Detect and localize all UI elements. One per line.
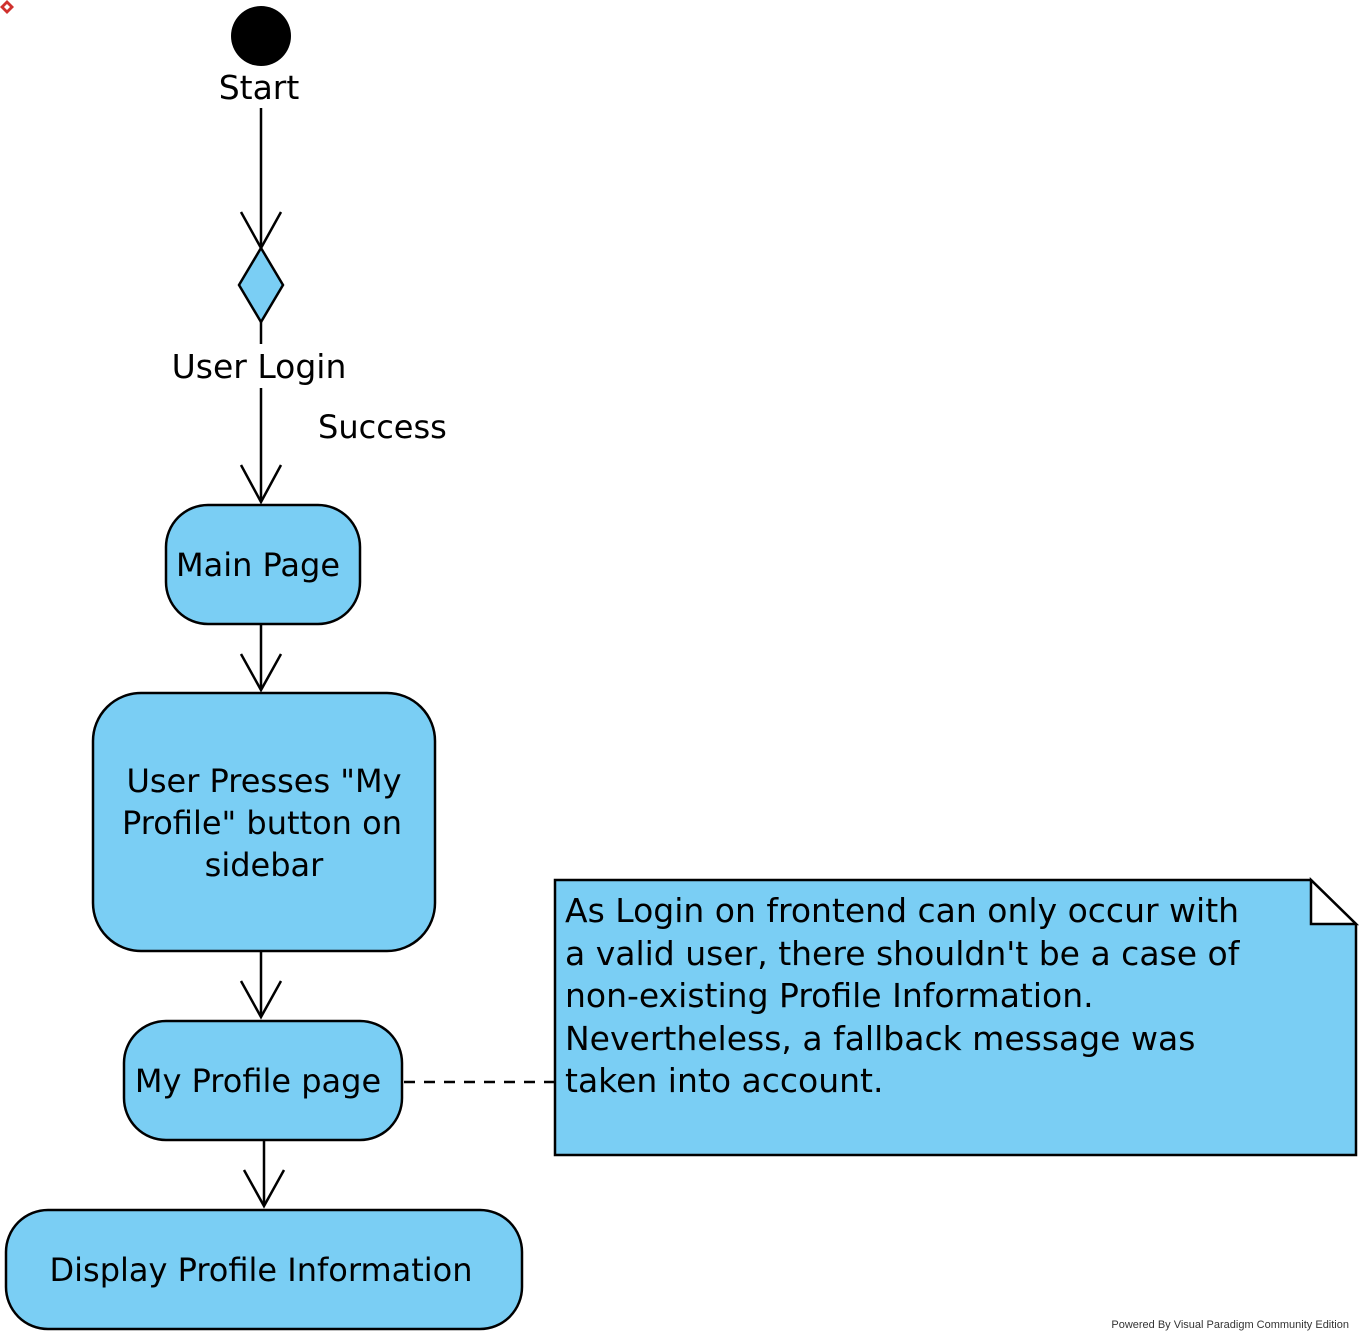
action-display-profile: [4, 1208, 524, 1331]
powered-by-footer: Powered By Visual Paradigm Community Edi…: [1111, 1319, 1349, 1331]
arrowhead-icon: [239, 653, 283, 693]
action-press-profile-line2: Profile" button on: [122, 804, 402, 842]
action-main-page-label: Main Page: [176, 546, 340, 584]
decision-node: [237, 245, 285, 325]
note-corner-fold: [1309, 877, 1360, 926]
note-shape: [553, 878, 1358, 1157]
decision-label: User Login: [172, 347, 347, 386]
arrowhead-icon: [239, 464, 283, 505]
action-press-profile: [91, 691, 437, 953]
action-my-profile-page-label: My Profile page: [135, 1062, 381, 1100]
action-press-profile-line1: User Presses "My: [126, 762, 401, 800]
guard-label: Success: [318, 408, 447, 446]
action-press-profile-line3: sidebar: [205, 846, 324, 884]
action-display-profile-label: Display Profile Information: [49, 1251, 472, 1289]
visual-paradigm-logo-icon: [0, 0, 14, 14]
initial-node: [231, 6, 291, 66]
arrowhead-icon: [242, 1169, 286, 1209]
arrowhead-icon: [239, 980, 283, 1020]
action-main-page: [164, 503, 362, 626]
start-label: Start: [219, 68, 300, 107]
note-text: As Login on frontend can only occur with…: [565, 891, 1240, 1100]
